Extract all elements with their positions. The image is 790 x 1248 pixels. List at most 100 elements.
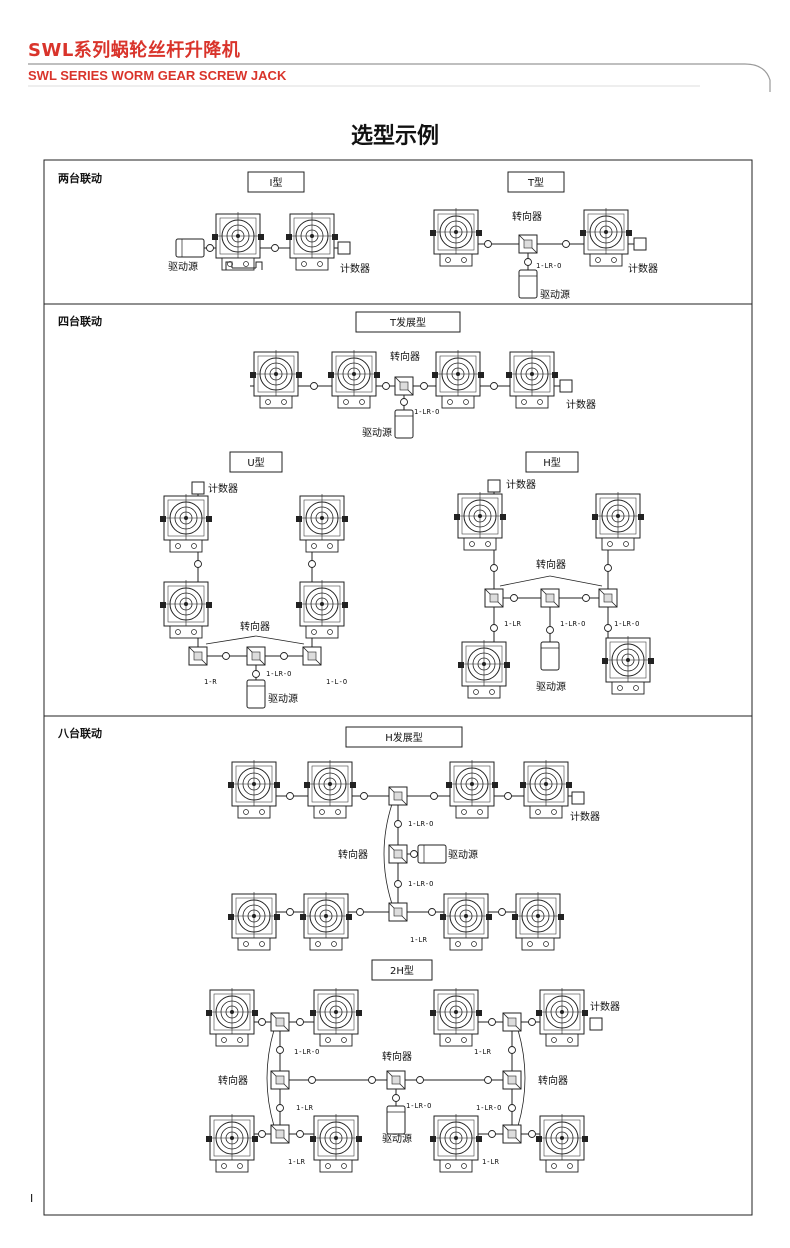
coupling xyxy=(252,670,260,678)
coupling xyxy=(582,594,590,602)
ratio-label: 1-LR xyxy=(482,1158,500,1166)
coupling xyxy=(490,382,498,390)
u-type-assembly xyxy=(159,481,349,709)
drive-motor xyxy=(394,409,414,439)
gearbox xyxy=(484,588,504,608)
ratio-label: 1-LR-O xyxy=(266,670,291,678)
screw-jack xyxy=(285,211,339,271)
coupling xyxy=(498,908,506,916)
type-h-ext-box xyxy=(345,726,463,748)
screw-jack xyxy=(227,891,281,951)
type-t-ext-label: T发展型 xyxy=(389,316,426,329)
screw-jack xyxy=(535,987,589,1047)
counter-label: 计数器 xyxy=(340,262,370,275)
section-title-four: 四台联动 xyxy=(58,314,102,328)
ratio-label: 1-LR-O xyxy=(536,262,561,270)
ratio-label: 1-LR-O xyxy=(560,620,585,628)
screw-jack xyxy=(431,349,485,409)
type-h-box xyxy=(525,451,579,473)
gearbox xyxy=(598,588,618,608)
coupling xyxy=(420,382,428,390)
coupling xyxy=(508,1046,516,1054)
h-type-assembly xyxy=(453,479,655,699)
screw-jack xyxy=(295,579,349,639)
coupling xyxy=(562,240,570,248)
screw-jack xyxy=(601,635,655,695)
screw-jack xyxy=(309,1113,363,1173)
coupling xyxy=(488,1018,496,1026)
coupling xyxy=(410,850,418,858)
ratio-label: 1-LR xyxy=(474,1048,492,1056)
counter-label: 计数器 xyxy=(208,482,238,495)
gearbox xyxy=(518,234,538,254)
coupling xyxy=(524,258,532,266)
coupling xyxy=(308,560,316,568)
type-h-ext-label: H发展型 xyxy=(385,731,423,744)
ratio-label: 1-LR-O xyxy=(408,880,433,888)
screw-jack xyxy=(519,759,573,819)
type-t-label: T型 xyxy=(527,176,544,189)
gearbox xyxy=(386,1070,406,1090)
counter-box xyxy=(337,241,351,255)
drive-label: 驱动源 xyxy=(382,1132,412,1145)
screw-jack xyxy=(511,891,565,951)
gearbox xyxy=(502,1124,522,1144)
screw-jack xyxy=(535,1113,589,1173)
i-type-assembly xyxy=(175,211,351,271)
screw-jack xyxy=(457,639,511,699)
coupling xyxy=(280,652,288,660)
counter-label: 计数器 xyxy=(628,262,658,275)
gearbox-label: 转向器 xyxy=(538,1074,568,1087)
type-i-label: I型 xyxy=(270,176,283,189)
counter-label: 计数器 xyxy=(590,1000,620,1013)
counter-box xyxy=(633,237,647,251)
screw-jack xyxy=(505,349,559,409)
gearbox-label: 转向器 xyxy=(390,350,420,363)
gearbox xyxy=(246,646,266,666)
coupling xyxy=(308,1076,316,1084)
screw-jack xyxy=(205,1113,259,1173)
counter-label: 计数器 xyxy=(566,398,596,411)
screw-jack xyxy=(439,891,493,951)
gearbox xyxy=(394,376,414,396)
section-title-eight: 八台联动 xyxy=(57,726,102,740)
page-title: 选型示例 xyxy=(350,124,439,149)
screw-jack xyxy=(303,759,357,819)
coupling xyxy=(222,652,230,660)
selection-frame xyxy=(43,159,753,1216)
drive-motor xyxy=(246,679,266,709)
counter-box xyxy=(191,481,205,495)
gearbox-label: 转向器 xyxy=(512,210,542,223)
drive-label: 驱动源 xyxy=(536,680,566,693)
coupling xyxy=(490,624,498,632)
ratio-label: 1-LR xyxy=(296,1104,314,1112)
type-u-label: U型 xyxy=(247,456,264,469)
coupling xyxy=(286,908,294,916)
drive-motor xyxy=(518,269,538,299)
coupling xyxy=(508,1104,516,1112)
ratio-label: 1-LR xyxy=(288,1158,306,1166)
screw-jack xyxy=(227,759,281,819)
gearbox xyxy=(502,1012,522,1032)
screw-jack xyxy=(445,759,499,819)
drive-motor xyxy=(175,238,205,258)
type-h-label: H型 xyxy=(543,456,561,469)
drive-label: 驱动源 xyxy=(540,288,570,301)
screw-jack xyxy=(205,987,259,1047)
gearbox xyxy=(302,646,322,666)
counter-box xyxy=(559,379,573,393)
coupling xyxy=(382,382,390,390)
coupling xyxy=(416,1076,424,1084)
t-type-assembly xyxy=(429,207,647,299)
coupling xyxy=(258,1130,266,1138)
coupling xyxy=(296,1018,304,1026)
gearbox-label: 转向器 xyxy=(218,1074,248,1087)
gearbox-label: 转向器 xyxy=(240,620,270,633)
header-subtitle: SWL SERIES WORM GEAR SCREW JACK xyxy=(28,68,287,83)
coupling xyxy=(490,564,498,572)
screw-jack xyxy=(429,987,483,1047)
drive-motor xyxy=(417,844,447,864)
page-number: I xyxy=(30,1192,34,1205)
coupling xyxy=(276,1046,284,1054)
